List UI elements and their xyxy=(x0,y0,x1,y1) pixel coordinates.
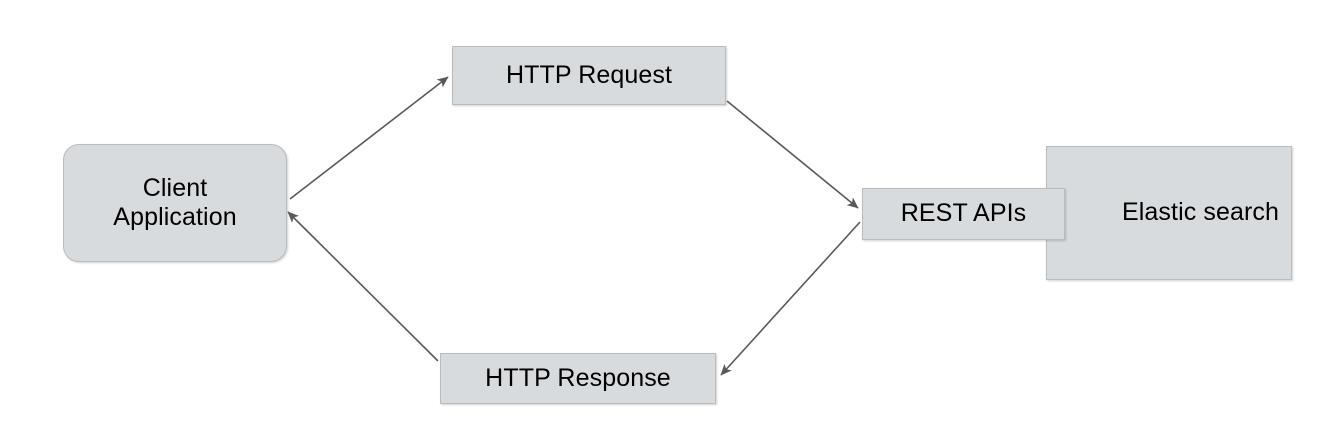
edge-rest-apis-to-http-response xyxy=(720,221,861,376)
node-rest-apis-label: REST APIs xyxy=(900,199,1027,228)
node-http-request-label: HTTP Request xyxy=(505,60,673,89)
node-elasticsearch-label: Elastic search xyxy=(1121,198,1279,227)
node-elasticsearch[interactable]: Elastic search xyxy=(1046,146,1292,280)
node-http-response[interactable]: HTTP Response xyxy=(440,353,716,404)
node-client-application-label: Client Application xyxy=(113,173,237,232)
edge-http-request-to-rest-apis xyxy=(726,100,859,209)
edge-http-response-to-client xyxy=(287,211,439,362)
node-http-request[interactable]: HTTP Request xyxy=(452,46,726,105)
node-http-response-label: HTTP Response xyxy=(485,363,671,392)
node-client-application[interactable]: Client Application xyxy=(63,144,287,262)
node-rest-apis[interactable]: REST APIs xyxy=(862,188,1065,240)
edge-client-to-http-request xyxy=(289,76,449,200)
